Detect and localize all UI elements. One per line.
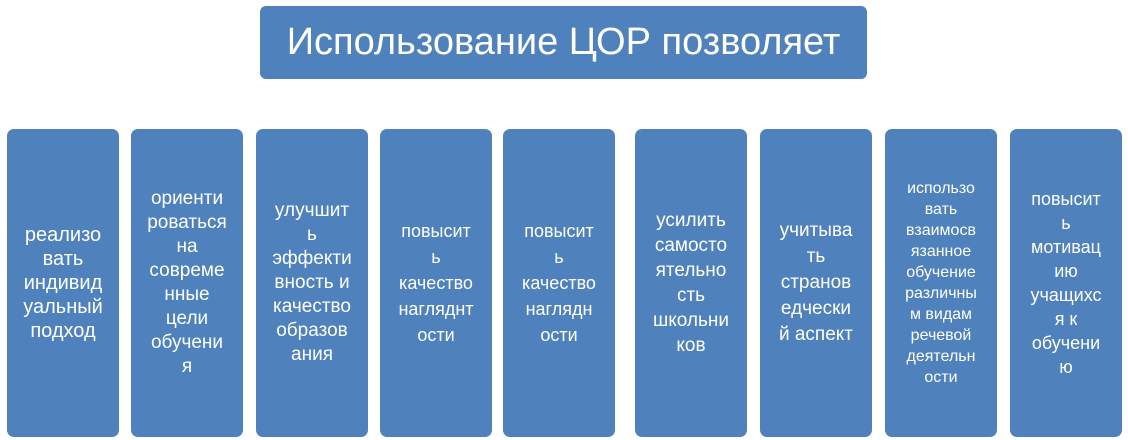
item-box-6: усилить самосто ятельно сть школьни ков: [635, 129, 747, 437]
title-box: Использование ЦОР позволяет: [260, 6, 867, 79]
item-box-2: ориенти роваться на совреме нные цели об…: [131, 129, 243, 437]
item-label-6: усилить самосто ятельно сть школьни ков: [652, 210, 729, 356]
item-label-9: повысит ь мотивац ию учащихс я к обучени…: [1030, 189, 1102, 377]
item-label-8: использо вать взаимосв язанное обучение …: [905, 180, 977, 386]
item-box-1: реализо вать индивид уальный подход: [7, 129, 119, 437]
page-title: Использование ЦОР позволяет: [286, 21, 841, 63]
item-label-2: ориенти роваться на совреме нные цели об…: [147, 188, 227, 377]
item-label-7: учитыва ть странов едчески й аспект: [778, 220, 854, 345]
item-box-3: улучшит ь эффекти вность и качество обра…: [256, 129, 368, 437]
item-label-5: повысит ь качество наглядн ости: [522, 221, 596, 345]
item-box-5: повысит ь качество наглядн ости: [503, 129, 615, 437]
item-label-1: реализо вать индивид уальный подход: [23, 224, 103, 342]
item-box-7: учитыва ть странов едчески й аспект: [760, 129, 872, 437]
item-label-4: повысит ь качество нагляднт ости: [398, 221, 474, 345]
item-box-9: повысит ь мотивац ию учащихс я к обучени…: [1010, 129, 1122, 437]
item-box-4: повысит ь качество нагляднт ости: [380, 129, 492, 437]
item-box-8: использо вать взаимосв язанное обучение …: [885, 129, 997, 437]
item-label-3: улучшит ь эффекти вность и качество обра…: [272, 200, 352, 365]
